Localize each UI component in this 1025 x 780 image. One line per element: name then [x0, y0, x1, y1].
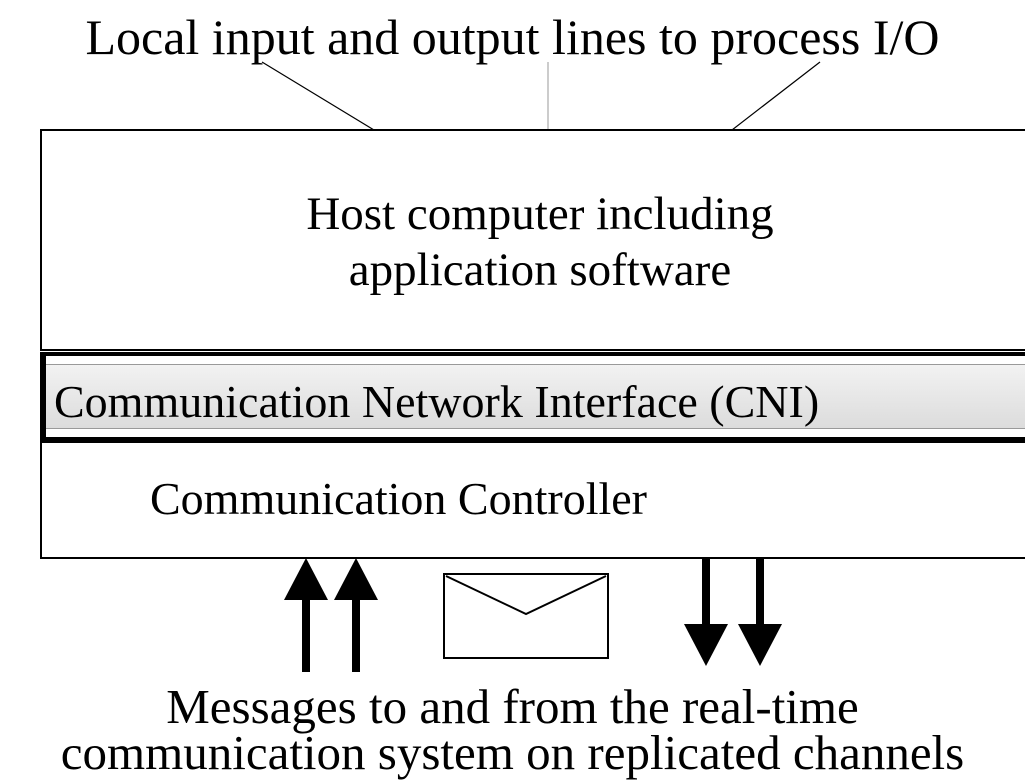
arrow-down-icon: [738, 558, 782, 666]
host-computer-label-line2: application software: [348, 244, 732, 296]
communication-controller-label: Communication Controller: [150, 473, 647, 524]
communication-controller-box: [40, 441, 1025, 559]
host-computer-box: [40, 129, 1025, 351]
bottom-caption: Messages to and from the real-time commu…: [0, 679, 1025, 780]
host-computer-label: Host computer including application soft…: [40, 186, 1025, 298]
cni-bar-fill: [46, 364, 1025, 429]
bottom-caption-line2: communication system on replicated chann…: [60, 725, 965, 780]
io-line-right: [731, 61, 821, 131]
arrow-down-icon: [684, 558, 728, 666]
io-line-left: [261, 61, 375, 131]
cni-label: Communication Network Interface (CNI): [54, 376, 820, 427]
bottom-caption-line1: Messages to and from the real-time: [166, 679, 859, 734]
cni-bar: [40, 352, 1025, 442]
host-computer-label-line1: Host computer including: [306, 188, 774, 240]
top-caption: Local input and output lines to process …: [85, 9, 940, 65]
envelope-icon: [443, 573, 609, 659]
arrow-up-icon: [284, 558, 328, 672]
arrow-up-icon: [334, 558, 378, 672]
